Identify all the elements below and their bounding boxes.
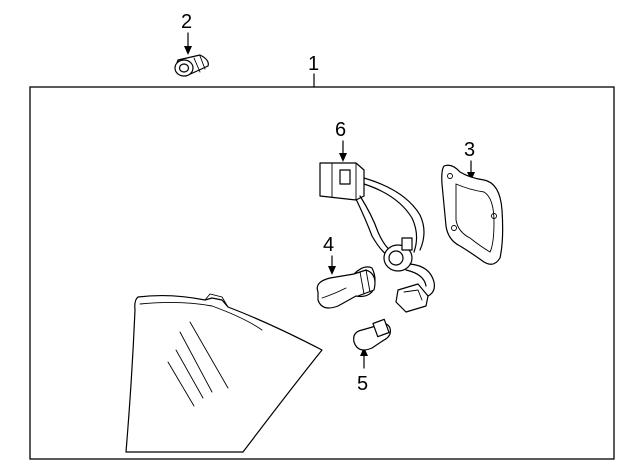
- wiring-harness: [319, 162, 435, 313]
- callout-5-label: 5: [357, 373, 368, 395]
- callout-6-label: 6: [335, 119, 346, 141]
- callout-4[interactable]: 4: [323, 234, 336, 275]
- small-bulb: [353, 318, 391, 351]
- lens-housing: [125, 293, 323, 453]
- gasket-part: [441, 164, 504, 265]
- socket-part: [174, 54, 209, 77]
- callout-5[interactable]: 5: [357, 347, 368, 395]
- callout-2-label: 2: [181, 11, 192, 33]
- callout-4-label: 4: [323, 234, 334, 256]
- callout-6[interactable]: 6: [335, 119, 347, 162]
- main-bulb: [316, 266, 376, 309]
- assembly-frame: [29, 86, 615, 460]
- callout-1-label: 1: [308, 53, 319, 75]
- callout-2[interactable]: 2: [181, 11, 192, 55]
- callout-3-label: 3: [464, 139, 475, 161]
- callout-1[interactable]: 1: [308, 53, 319, 88]
